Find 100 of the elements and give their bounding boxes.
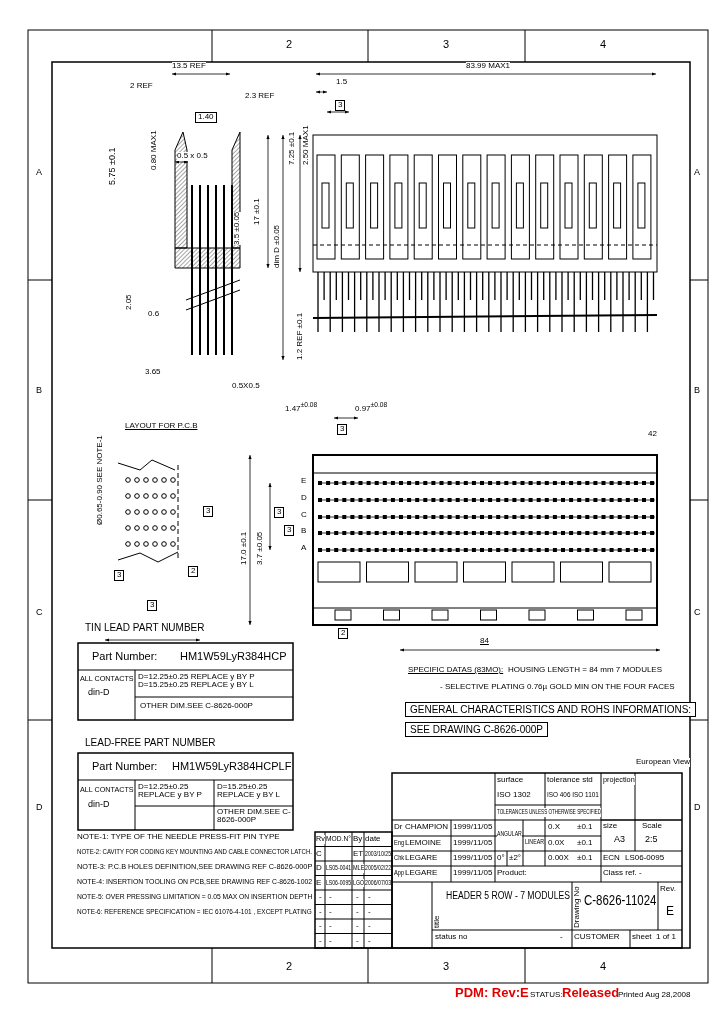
boxed-dimension: 3 [203,506,214,517]
label-text: Chk [394,854,405,863]
label-text: Ø0.65-0.90 SEE NOTE-1 [96,435,105,525]
label-text: Scale [642,822,662,831]
label-text: NOTE-3: P.C.B HOLES DEFINITION,SEE DRAWING REF C-8626-000P [77,863,313,872]
label-text: ALL CONTACTS [80,786,134,795]
label-text: Rv [316,835,325,844]
label-text: LEGARE [405,869,438,878]
label-text: HM1W59LyR384HCP [180,650,287,663]
label-text: projection [603,776,635,785]
label-text: 84 [480,637,489,646]
label-text: ±0.1 [577,823,593,832]
label-text: ±2° [509,854,522,863]
label-text: Dr [394,823,403,832]
label-text: 3.5 ±0.05 [233,211,242,245]
boxed-dimension: 3 [337,424,348,435]
label-text: 83.99 MAX1 [466,62,511,71]
label-text: LEGARE [405,854,438,863]
label-text: A [36,168,42,178]
label-text: D [316,864,322,873]
label-text: C [36,608,43,618]
label-text: NOTE-2: CAVITY FOR CODING KEY MOUNTING AND CABLE CONNECTOR LATCH. [77,848,312,857]
label-text: 5.75 ±0.1 [108,147,118,185]
label-text: CHAMPION [405,823,449,832]
label-text: 1.47$^{±0.08}$ [285,401,318,414]
label-text: STATUS: [530,991,563,1000]
label-text: 2.05 [125,294,134,310]
boxed-dimension: 3 [335,100,346,111]
label-text: Product: [497,869,527,878]
label-text: 0.5X0.5 [232,382,260,391]
label-text: 1999/11/05 [453,854,493,863]
label-text: 0.X [548,823,560,832]
label-text: C [694,608,701,618]
label-text: E [316,878,322,888]
label-text: MOD.N° [326,835,351,844]
label-text: HOUSING LENGTH = 84 mm 7 MODULES [508,666,663,675]
label-text: 1999/11/05 [453,869,493,878]
label-text: 0.00X [548,854,569,863]
label-text: NOTE-5: OVER PRESSING LIMITATION = 0.05 MAX ON INSERTION DEPTH [77,893,313,902]
notice-box: GENERAL CHARACTERISTICS AND ROHS INFORMATIONS: [405,702,697,717]
label-text: surface [497,776,524,785]
label-text: 0.0X [548,839,565,848]
label-text: Class ref. - [603,869,642,878]
label-text: 4 [600,38,607,51]
label-text: Rev. [660,885,676,894]
boxed-dimension: 3 [147,600,158,611]
label-text: D [301,494,307,503]
label-text: LINEAR [525,838,544,847]
label-text: ANGULAR [497,830,522,839]
label-text: 3.65 [145,368,161,377]
label-text: B [36,386,42,396]
label-text: 0.80 MAX1 [150,130,159,170]
label-text: LEAD-FREE PART NUMBER [85,737,216,748]
label-text: OTHER DIM.SEE C-8626-000P [217,808,291,825]
boxed-dimension: 2 [338,628,349,639]
label-text: din-D [88,800,110,810]
label-text: 4 [600,960,607,973]
label-text: status no [435,933,468,942]
label-text: size [603,822,618,831]
label-text: HM1W59LyR384HCPLF [172,760,292,773]
label-text: A [301,544,307,553]
label-text: ISO 406 ISO 1101 [547,791,599,800]
boxed-dimension: 3 [114,570,125,581]
label-text: LEMOINE [405,839,441,848]
label-text: TIN LEAD PART NUMBER [85,622,205,633]
boxed-dimension: 1.40 [195,112,217,123]
label-text: ET [353,849,364,859]
label-text: Eng [394,839,405,848]
label-text: OTHER DIM.SEE C-8626-000P [140,702,253,711]
label-text: Drawing No [573,886,582,928]
label-text: HEADER 5 ROW - 7 MODULES [446,890,570,901]
label-text: 1999/11/05 [453,823,493,832]
label-text: 2:5 [645,835,658,845]
notice-box: SEE DRAWING C-8626-000P [405,722,548,737]
label-text: dim D ±0.05 [273,224,282,268]
label-text: ECN [603,854,620,863]
boxed-dimension: 3 [274,507,285,518]
label-text: C [316,849,322,859]
label-text: tolerance std [547,776,593,785]
label-text: 3 [443,38,450,51]
label-text: 3.7 ±0.05 [256,531,265,565]
label-text: 0° [497,854,505,863]
label-text: - SELECTIVE PLATING 0.76µ GOLD MIN ON THE FOUR FACES [440,683,675,692]
label-text: 0.6 [148,310,160,319]
label-text: D [694,803,701,813]
label-text: 2005/02/22 [365,864,392,873]
label-text: 1.2 REF ±0.1 [296,312,305,360]
label-text: ISO 1302 [497,791,531,800]
label-text: 1 of 1 [656,933,676,942]
label-text: 17 ±0.1 [253,198,262,225]
label-text: European View [636,758,691,767]
label-text: C [301,511,307,520]
label-text: LS06-0095 [326,878,352,888]
label-text: title [433,915,442,928]
label-text: 2 [286,960,293,973]
label-text: E [301,477,307,486]
label-text: 1999/11/05 [453,839,493,848]
label-text: 2003/10/25 [365,849,392,859]
boxed-dimension: 2 [188,566,199,577]
label-text: 2.50 MAX1 [302,125,311,165]
